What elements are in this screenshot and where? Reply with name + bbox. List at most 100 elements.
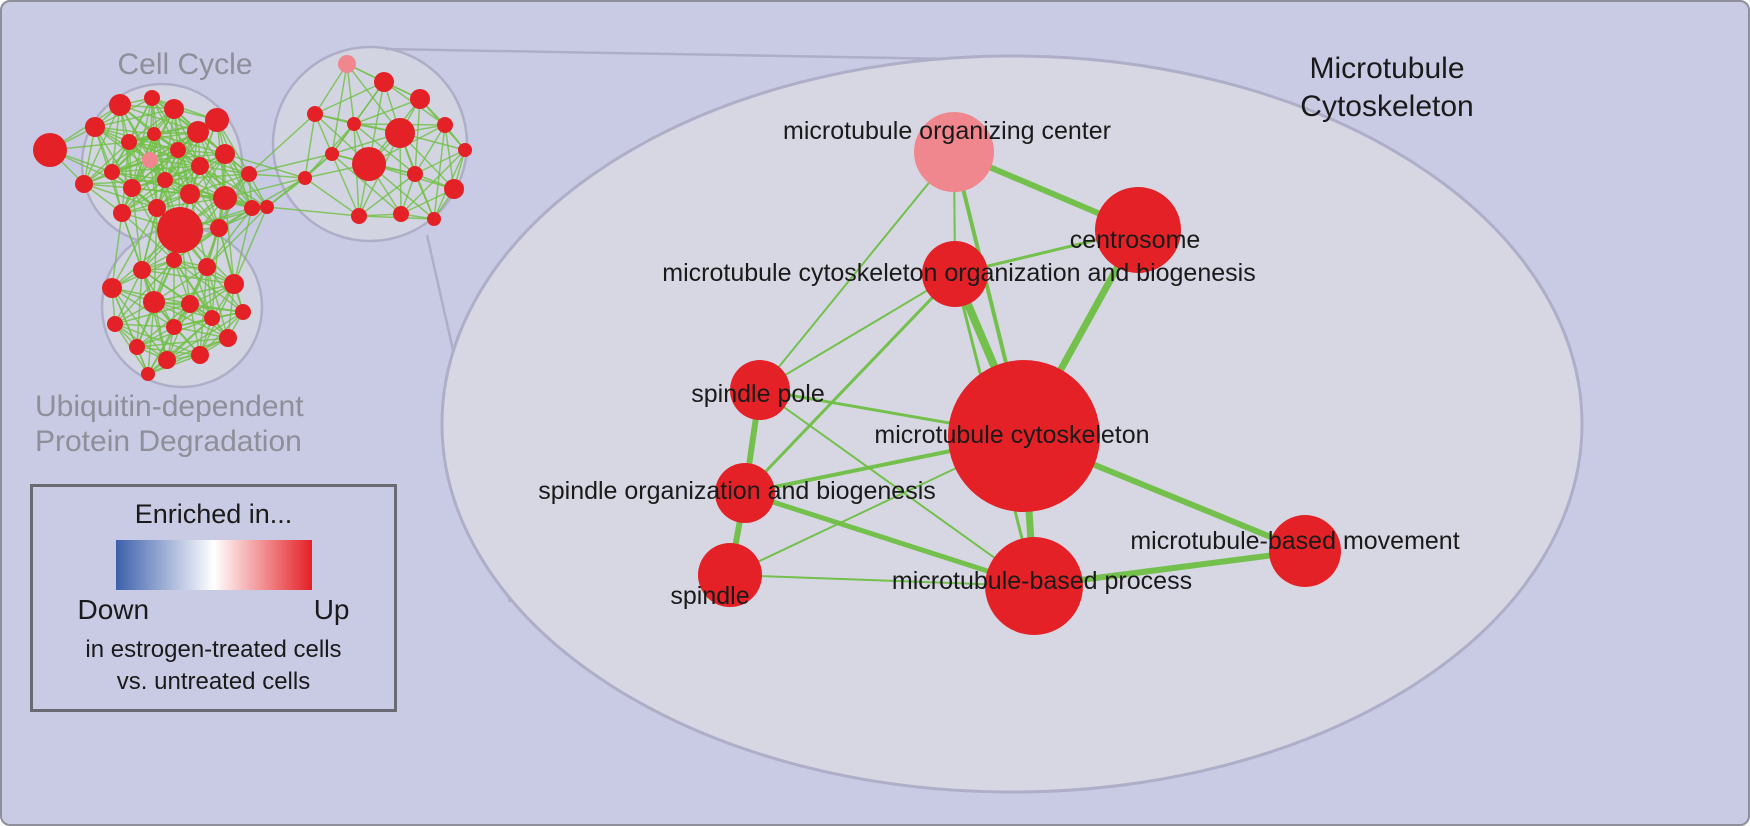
overview-node — [75, 175, 93, 193]
overview-node — [148, 199, 166, 217]
overview-node — [85, 117, 105, 137]
overview-node — [198, 258, 216, 276]
zoom-edge-spindle_pole-mbp — [759, 389, 1035, 587]
overview-node — [147, 127, 161, 141]
overview-edge — [147, 337, 229, 375]
overview-edge — [121, 179, 166, 214]
overview-edge — [206, 207, 253, 268]
overview-edge — [111, 133, 155, 173]
overview-edge — [111, 171, 166, 181]
overview-node — [215, 144, 235, 164]
overview-node — [213, 186, 237, 210]
overview-node — [325, 147, 339, 161]
legend-caption-line2: vs. untreated cells — [116, 667, 311, 695]
overview-edge — [121, 212, 175, 261]
zoom-edge-sob-mbp — [744, 490, 1035, 589]
overview-node — [352, 147, 386, 181]
overview-edge — [156, 131, 199, 209]
overview-edge — [83, 133, 155, 185]
zoom-node-spindle_pole — [730, 360, 790, 420]
overview-edge — [233, 207, 253, 285]
overview-edge — [433, 124, 446, 220]
overview-node — [347, 117, 361, 131]
overview-node — [219, 329, 237, 347]
overview-edge — [147, 326, 175, 375]
overview-edge — [346, 63, 355, 125]
zoom-edge-mcob-spindle_pole — [759, 273, 956, 391]
overview-edge — [266, 206, 360, 217]
overview-edge — [224, 153, 253, 209]
overview-node — [210, 219, 228, 237]
overview-edge — [83, 141, 130, 185]
overview-edge — [111, 131, 199, 173]
overview-edge — [331, 153, 402, 215]
overview-node — [129, 339, 145, 355]
overview-node — [187, 121, 209, 143]
overview-node — [109, 94, 131, 116]
overview-edge — [248, 113, 316, 175]
overview-edge — [111, 104, 121, 173]
overview-node — [241, 166, 257, 182]
legend-caption-line1: in estrogen-treated cells — [85, 636, 342, 663]
overview-edge — [353, 98, 421, 125]
overview-node — [204, 310, 220, 326]
overview-node — [244, 200, 260, 216]
overview-node — [260, 200, 274, 214]
zoom-node-moc — [914, 112, 994, 192]
overview-node — [158, 351, 176, 369]
overview-edge — [414, 149, 466, 175]
overview-edge — [314, 81, 385, 115]
overview-node — [113, 204, 131, 222]
overview-node — [170, 142, 186, 158]
overview-node — [157, 207, 203, 253]
zoom-node-label-moc: microtubule organizing center — [783, 117, 1111, 145]
overview-edge — [189, 173, 250, 195]
zoom-node-mc — [948, 360, 1100, 512]
overview-edge — [233, 206, 268, 285]
overview-edge — [114, 259, 175, 325]
zoom-edge-mcob-sob — [743, 272, 957, 495]
zoom-node-label-mc: microtubule cytoskeleton — [874, 421, 1149, 449]
zoom-node-centrosome — [1095, 187, 1181, 273]
overview-edge — [136, 269, 143, 348]
overview-node — [307, 106, 323, 122]
overview-node — [33, 133, 67, 167]
overview-node — [205, 108, 229, 132]
legend-gradient-bar — [115, 540, 312, 590]
overview-edge — [414, 173, 435, 220]
legend-axis-labels: Down Up — [78, 594, 350, 626]
overview-node — [191, 346, 209, 364]
overview-node — [427, 212, 441, 226]
zoom-edge-moc-spindle_pole — [759, 151, 955, 391]
overview-node — [166, 319, 182, 335]
legend-down-label: Down — [77, 594, 150, 625]
overview-edge — [131, 108, 175, 189]
overview-node — [385, 118, 415, 148]
zoom-node-label-mcob: microtubule cytoskeleton organization an… — [662, 259, 1255, 287]
overview-edge — [131, 131, 199, 189]
overview-node — [224, 274, 244, 294]
zoom-node-label-centrosome: centrosome — [1070, 226, 1201, 254]
overview-edge — [121, 165, 201, 214]
overview-node — [121, 134, 137, 150]
overview-node — [410, 89, 430, 109]
overview-node — [235, 304, 251, 320]
zoom-node-sob — [715, 463, 775, 523]
zoom-node-label-spindle_pole: spindle pole — [691, 380, 824, 408]
zoom-node-label-mbm: microtubule-based movement — [1130, 527, 1459, 555]
overview-node — [107, 316, 123, 332]
overview-node — [191, 157, 209, 175]
zoom-node-mcob — [922, 241, 988, 307]
overview-node — [144, 90, 160, 106]
overview-edge — [111, 165, 201, 173]
overview-node — [374, 72, 394, 92]
overview-node — [142, 152, 158, 168]
overview-edge — [248, 173, 306, 179]
overview-node — [458, 143, 472, 157]
overview-edge — [136, 303, 191, 348]
overview-node — [437, 117, 453, 133]
zoom-edge-spindle-mbp — [729, 574, 1035, 587]
overview-edge — [224, 153, 306, 179]
overview-edge — [83, 183, 158, 209]
overview-edge — [121, 141, 130, 214]
